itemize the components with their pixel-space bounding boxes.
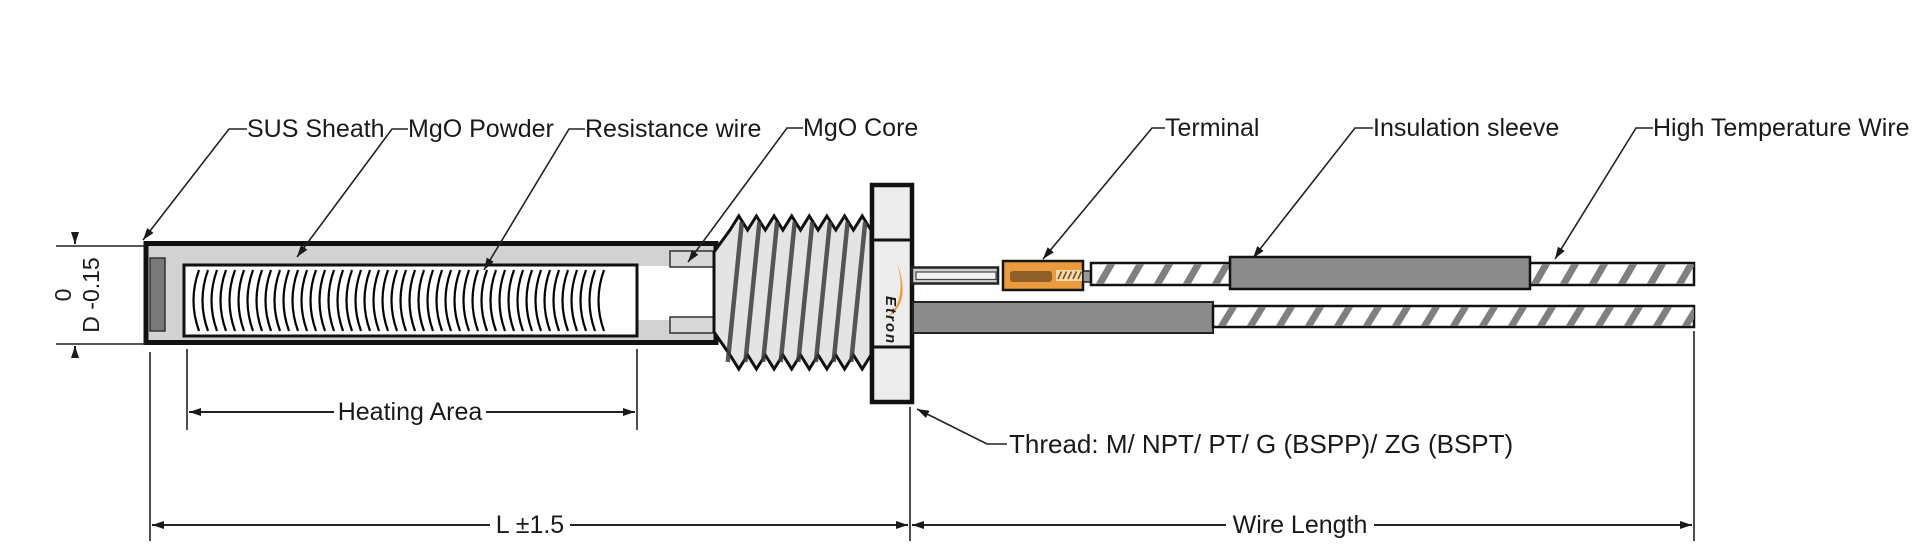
heating-area-dimension: Heating Area — [186, 349, 638, 430]
resistance-wire-coil — [192, 269, 606, 332]
bottom-wire-hatch — [1218, 307, 1694, 326]
sus-sheath-label: SUS Sheath — [247, 115, 385, 143]
thread-spec-label: Thread: M/ NPT/ PT/ G (BSPP)/ ZG (BSPT) — [1009, 429, 1513, 459]
hex-nut-body — [869, 182, 915, 405]
terminal-leader — [1042, 127, 1165, 260]
mgo-powder-leader — [296, 128, 408, 258]
resistance-wire-leader — [483, 128, 585, 271]
insulation-sleeve-label: Insulation sleeve — [1373, 114, 1559, 142]
heater-body — [143, 241, 719, 345]
diameter-value: D -0.15 — [78, 257, 104, 332]
mgo-core-label: MgO Core — [803, 114, 918, 142]
resistance-wire-label: Resistance wire — [585, 115, 761, 143]
diameter-text: 0 D -0.15 — [50, 257, 104, 332]
high-temperature-wire-leader — [1554, 127, 1653, 260]
end-cap — [149, 257, 166, 332]
insulation-sleeve-leader — [1252, 127, 1373, 259]
bottom-sleeve — [912, 301, 1214, 334]
bottom-lead-wire — [912, 301, 1696, 334]
mgo-powder-label: MgO Powder — [408, 115, 554, 143]
etron-logo: Etron — [880, 263, 903, 345]
mgo-core-cavity — [638, 266, 715, 320]
top-lead-wire — [1089, 255, 1696, 291]
mounting-thread — [712, 213, 873, 372]
wire-length-label: Wire Length — [1233, 511, 1368, 539]
callouts: SUS Sheath MgO Powder Resistance wire Mg… — [142, 114, 1910, 459]
terminal-barrel — [1010, 271, 1052, 282]
overall-length-label: L ±1.5 — [496, 511, 564, 539]
thread-shading — [725, 221, 868, 363]
insulation-sleeve — [1228, 255, 1532, 291]
length-dimensions: L ±1.5 Wire Length — [149, 331, 1695, 541]
diameter-dimension: 0 D -0.15 — [50, 232, 146, 358]
mgo-core-leader — [687, 127, 803, 263]
thread-spec-leader — [916, 408, 1007, 445]
heating-area-label: Heating Area — [338, 398, 483, 426]
high-temperature-wire-label: High Temperature Wire — [1653, 114, 1910, 142]
internal-pin-top — [669, 250, 716, 268]
terminal-pin-inner — [915, 271, 997, 281]
terminal-window-hatch — [1057, 271, 1083, 280]
logo-text: Etron — [882, 296, 899, 345]
diameter-tolerance-upper: 0 — [50, 289, 76, 302]
logo-swoosh-icon — [880, 263, 903, 321]
hex-nut: Etron — [869, 182, 915, 405]
internal-pin-bottom — [669, 316, 716, 334]
sus-sheath-leader — [142, 128, 247, 241]
terminal-assembly — [910, 259, 1092, 292]
terminal-label: Terminal — [1165, 114, 1259, 142]
